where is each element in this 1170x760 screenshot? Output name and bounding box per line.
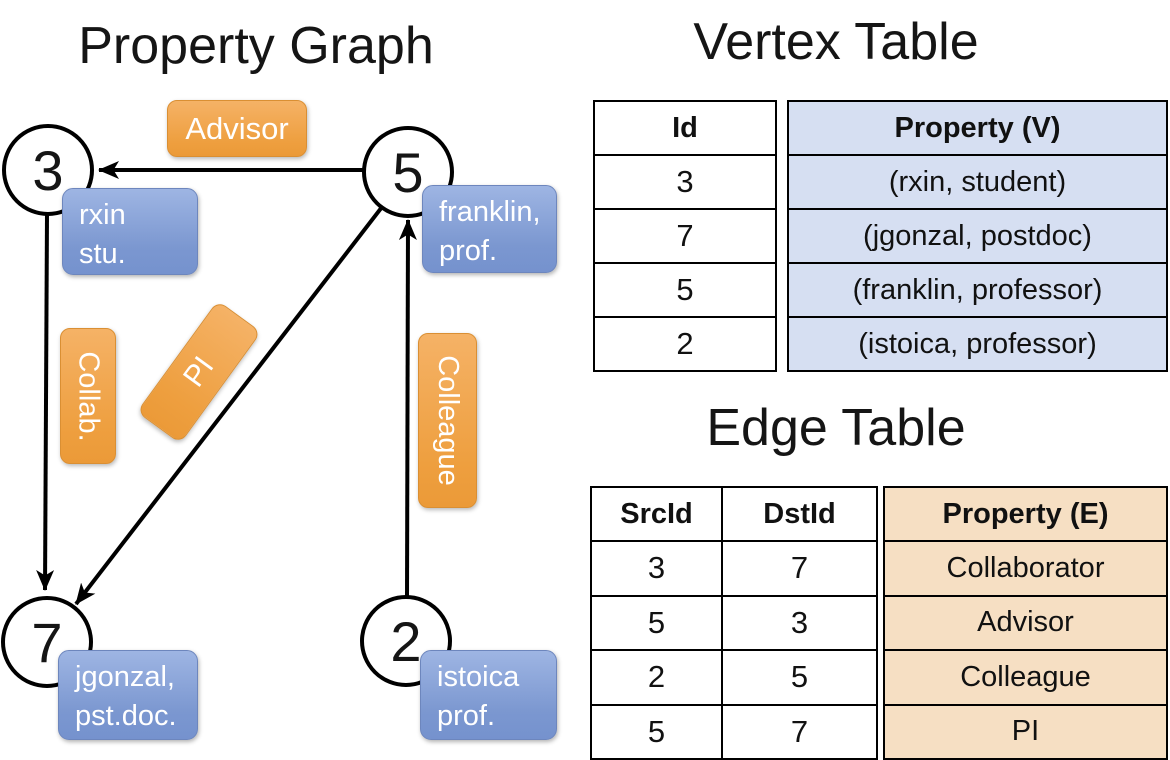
table-cell: 5 [592, 703, 721, 759]
table-cell: 7 [723, 540, 876, 595]
vertex-card-franklin-line1: franklin, [439, 196, 541, 228]
table-cell: Colleague [885, 649, 1166, 704]
edge-table-id-columns: SrcId 3 5 2 5 DstId 7 3 5 7 [590, 486, 878, 760]
node-id-7: 7 [31, 611, 62, 674]
node-id-5: 5 [392, 141, 423, 204]
table-cell: 3 [723, 594, 876, 650]
vertex-card-jgonzal: jgonzal, pst.doc. [58, 650, 198, 740]
edge-label-collab-text: Collab. [72, 350, 105, 442]
vertex-table-id-column: Id 3 7 5 2 [593, 100, 777, 372]
edge-label-colleague-text: Colleague [432, 355, 465, 486]
edge-table-property-column: Property (E) Collaborator Advisor Collea… [883, 486, 1168, 760]
table-cell: 3 [595, 154, 775, 208]
vertex-card-jgonzal-line1: jgonzal, [75, 661, 175, 693]
vertex-card-rxin: rxin stu. [62, 188, 198, 275]
edge-table-header-srcid: SrcId [620, 497, 693, 530]
table-cell: (franklin, professor) [789, 262, 1166, 316]
vertex-card-rxin-line2: stu. [79, 238, 126, 270]
edge-label-advisor: Advisor [167, 100, 307, 157]
table-cell: 5 [723, 649, 876, 704]
property-graph-title: Property Graph [78, 17, 434, 75]
edge-table-dstid-column: DstId 7 3 5 7 [723, 488, 876, 758]
table-cell: (rxin, student) [789, 154, 1166, 208]
edge-table-header-dstid: DstId [763, 497, 836, 530]
vertex-card-franklin: franklin, prof. [422, 185, 557, 273]
edge-arrow-2-to-5 [398, 219, 417, 598]
vertex-card-jgonzal-line2: pst.doc. [75, 700, 177, 732]
table-cell: 5 [595, 262, 775, 316]
table-cell: 7 [723, 703, 876, 759]
table-cell: 5 [592, 594, 721, 650]
table-cell: Advisor [885, 594, 1166, 649]
vertex-table-header-property: Property (V) [789, 102, 1166, 154]
vertex-card-franklin-line2: prof. [439, 235, 498, 267]
edge-arrow-5-to-7 [74, 205, 384, 606]
table-cell: 2 [592, 649, 721, 704]
node-id-3: 3 [32, 139, 63, 202]
table-cell: (jgonzal, postdoc) [789, 208, 1166, 262]
edge-label-pi-text: PI [176, 350, 221, 393]
table-cell: PI [885, 703, 1166, 758]
edge-arrow-3-to-7 [36, 213, 55, 591]
vertex-card-istoica-line2: prof. [437, 700, 496, 732]
vertex-card-istoica: istoica prof. [420, 650, 557, 740]
vertex-card-rxin-line1: rxin [79, 199, 126, 231]
vertex-card-istoica-line1: istoica [437, 661, 520, 693]
edge-label-colleague: Colleague [418, 333, 477, 508]
edge-table-srcid-column: SrcId 3 5 2 5 [592, 488, 723, 758]
edge-table-title: Edge Table [706, 399, 966, 457]
table-cell: 7 [595, 208, 775, 262]
edge-label-advisor-text: Advisor [185, 110, 289, 146]
vertex-table-header-id: Id [672, 111, 698, 144]
edge-label-collab: Collab. [60, 328, 116, 464]
node-id-2: 2 [390, 610, 421, 673]
table-cell: Collaborator [885, 540, 1166, 595]
table-cell: 2 [595, 316, 775, 370]
edge-table-header-property: Property (E) [885, 488, 1166, 540]
table-cell: 3 [592, 540, 721, 595]
vertex-table-property-column: Property (V) (rxin, student) (jgonzal, p… [787, 100, 1168, 372]
vertex-table-title: Vertex Table [693, 13, 979, 71]
table-cell: (istoica, professor) [789, 316, 1166, 370]
